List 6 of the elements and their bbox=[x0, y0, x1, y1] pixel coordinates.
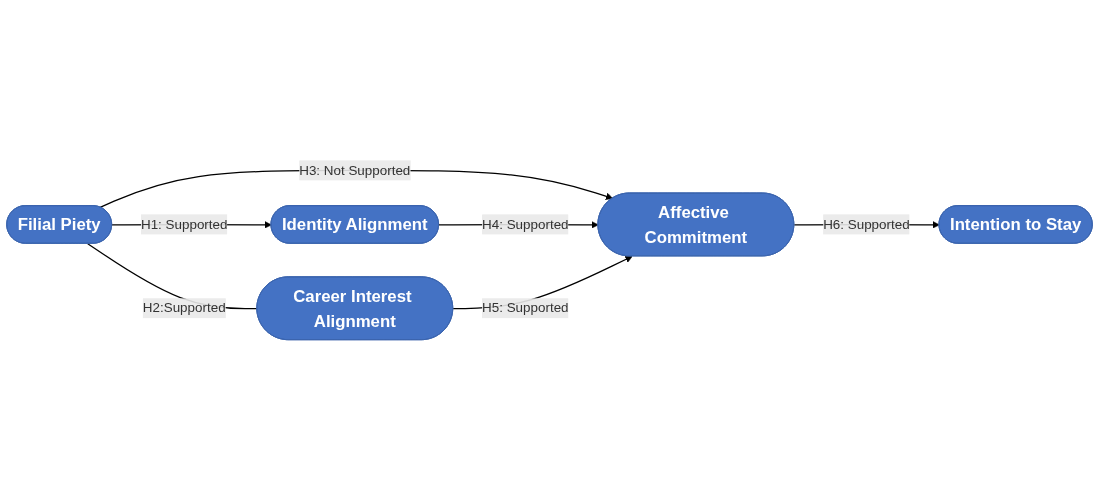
edge-label: H4: Supported bbox=[482, 216, 569, 232]
edge-label: H5: Supported bbox=[482, 300, 569, 315]
edge-label: H1: Supported bbox=[140, 216, 228, 232]
edge-label: H6: Supported bbox=[823, 216, 910, 232]
edge-label: H3: Not Supported bbox=[299, 162, 411, 178]
edge-label: H2:Supported bbox=[142, 300, 226, 315]
